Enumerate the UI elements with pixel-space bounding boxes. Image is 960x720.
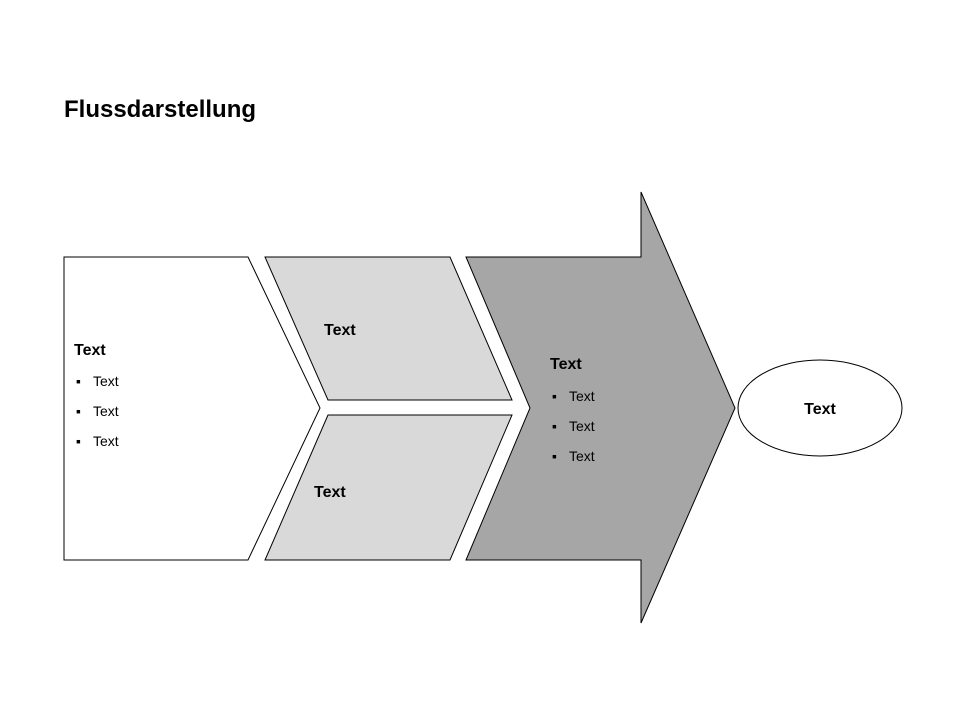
left-chevron-box — [63, 256, 321, 561]
arrow-item: Text — [569, 448, 595, 464]
arrow-bullet: ▪ — [552, 448, 557, 464]
left-box-bullet: ▪ — [76, 403, 81, 419]
left-box-bullet: ▪ — [76, 433, 81, 449]
left-box-heading: Text — [74, 342, 106, 359]
arrow-heading: Text — [550, 356, 582, 373]
left-box-bullet: ▪ — [76, 373, 81, 389]
lower-parallelogram-label: Text — [314, 484, 346, 501]
result-ellipse — [737, 359, 903, 457]
upper-parallelogram — [264, 256, 513, 401]
arrow-item: Text — [569, 388, 595, 404]
lower-parallelogram — [264, 414, 513, 561]
arrow-bullet: ▪ — [552, 388, 557, 404]
upper-parallelogram-label: Text — [324, 322, 356, 339]
chevron-arrow — [465, 191, 736, 624]
left-box-item: Text — [93, 403, 119, 419]
ellipse-label: Text — [804, 401, 836, 418]
arrow-bullet: ▪ — [552, 418, 557, 434]
arrow-item: Text — [569, 418, 595, 434]
left-box-item: Text — [93, 433, 119, 449]
page-title: Flussdarstellung — [64, 96, 257, 123]
left-box-item: Text — [93, 373, 119, 389]
